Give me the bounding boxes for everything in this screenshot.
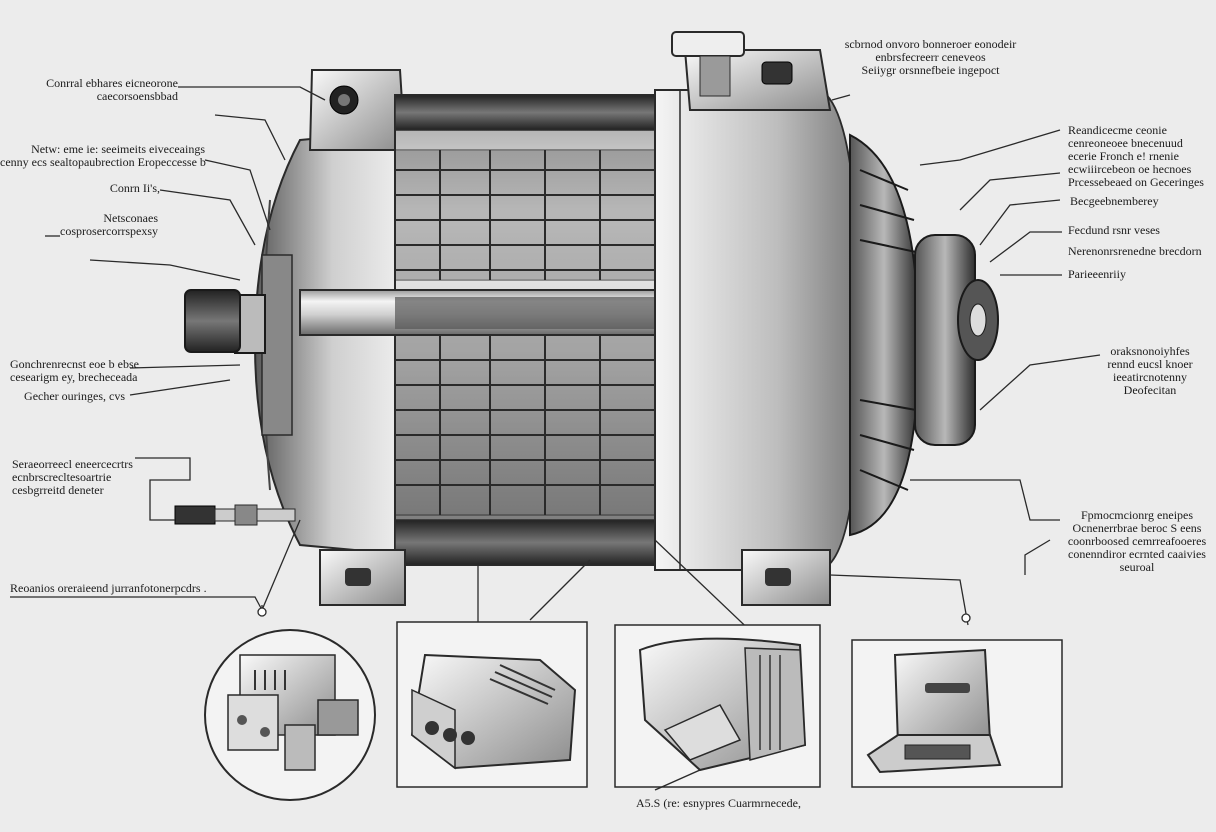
leader-lines (10, 86, 1101, 641)
label-left-6: Gecher ouringes, cvs (24, 389, 125, 403)
label-left-8: Reoanios oreraieend jurranfotonerpcdrs . (10, 581, 207, 595)
generator-body (174, 31, 999, 606)
stator-grid (394, 149, 661, 516)
component-panels (204, 621, 1063, 801)
label-right-4: Parieeenriiy (1068, 267, 1126, 281)
cooling-fan (849, 133, 920, 537)
label-left-3: Conrn Ii's, (109, 181, 160, 195)
label-bottom: A5.S (re: esnypres Cuarmrnecede, (636, 796, 801, 810)
label-right-2: Becgeebnemberey (1070, 194, 1159, 208)
pulley (914, 234, 999, 446)
